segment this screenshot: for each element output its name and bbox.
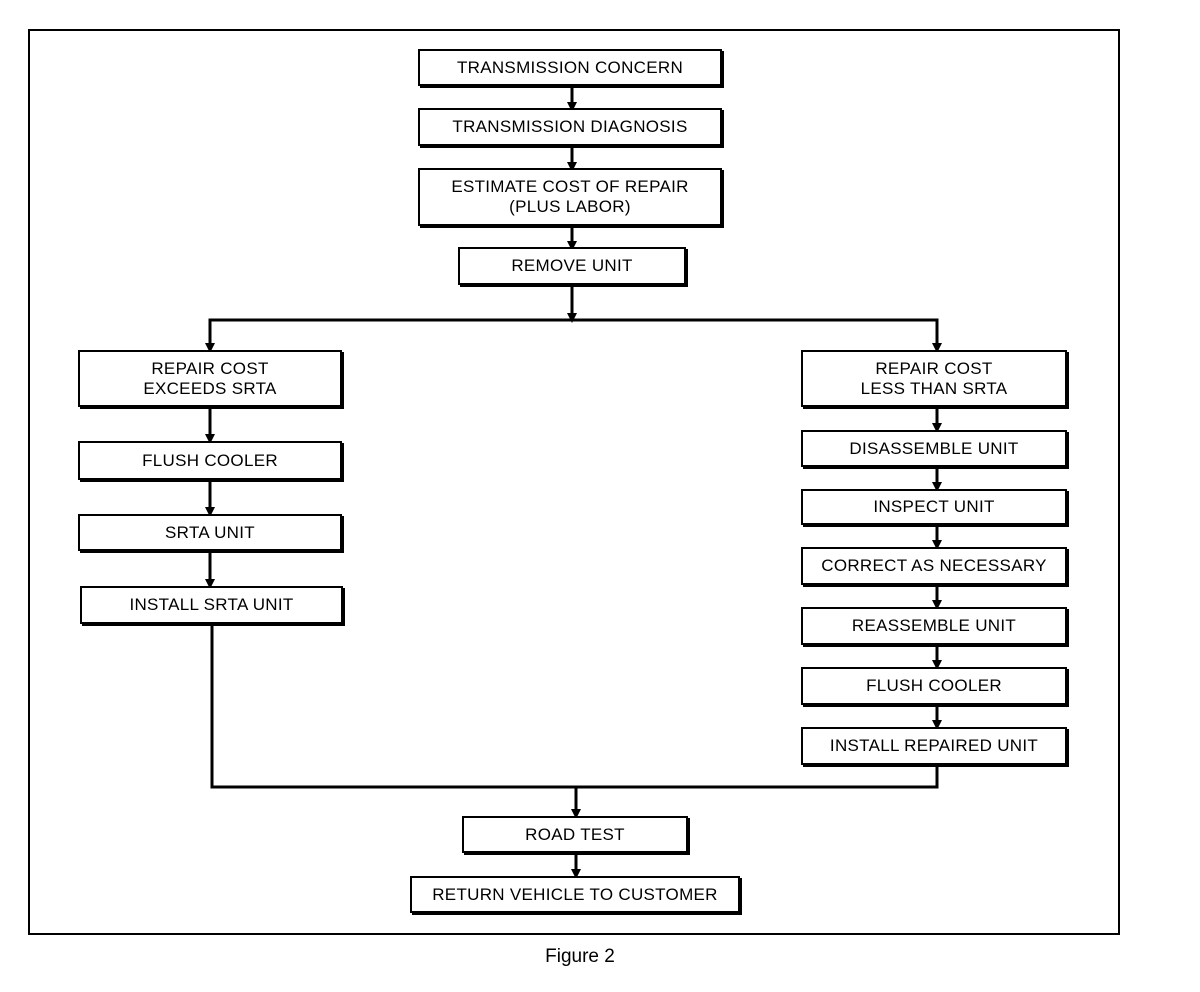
step-label: ROAD TEST: [525, 824, 625, 844]
step-remove-unit: REMOVE UNIT: [458, 247, 686, 285]
step-install-repaired-unit: INSTALL REPAIRED UNIT: [801, 727, 1067, 765]
step-left-flush-cooler: FLUSH COOLER: [78, 441, 342, 480]
step-label: DISASSEMBLE UNIT: [849, 438, 1019, 458]
step-label: REPAIR COST LESS THAN SRTA: [860, 358, 1008, 398]
split-bar: [208, 318, 939, 342]
step-label: INSPECT UNIT: [873, 497, 995, 516]
step-label: INSTALL SRTA UNIT: [129, 595, 294, 614]
diagram-frame: [28, 29, 1120, 935]
step-road-test: ROAD TEST: [462, 816, 688, 853]
step-label: TRANSMISSION DIAGNOSIS: [452, 117, 688, 136]
step-repair-cost-less-than-srta: REPAIR COST LESS THAN SRTA: [801, 350, 1067, 407]
step-transmission-diagnosis: TRANSMISSION DIAGNOSIS: [418, 108, 722, 146]
step-repair-cost-exceeds-srta: REPAIR COST EXCEEDS SRTA: [78, 350, 342, 407]
step-disassemble-unit: DISASSEMBLE UNIT: [801, 430, 1067, 467]
step-right-flush-cooler: FLUSH COOLER: [801, 667, 1067, 705]
step-label: REMOVE UNIT: [511, 256, 633, 275]
step-return-vehicle: RETURN VEHICLE TO CUSTOMER: [410, 876, 740, 913]
figure-caption: Figure 2: [545, 946, 615, 967]
step-label: RETURN VEHICLE TO CUSTOMER: [432, 884, 718, 904]
step-estimate-cost: ESTIMATE COST OF REPAIR (PLUS LABOR): [418, 168, 722, 226]
step-label: REASSEMBLE UNIT: [851, 616, 1017, 635]
step-label: FLUSH COOLER: [866, 676, 1002, 695]
step-transmission-concern: TRANSMISSION CONCERN: [418, 49, 722, 86]
step-correct-as-necessary: CORRECT AS NECESSARY: [801, 547, 1067, 585]
step-label: SRTA UNIT: [165, 522, 255, 542]
step-label: INSTALL REPAIRED UNIT: [829, 736, 1039, 755]
step-label: FLUSH COOLER: [142, 450, 278, 470]
step-srta-unit: SRTA UNIT: [78, 514, 342, 551]
step-inspect-unit: INSPECT UNIT: [801, 489, 1067, 525]
step-install-srta-unit: INSTALL SRTA UNIT: [80, 586, 343, 624]
step-label: TRANSMISSION CONCERN: [456, 57, 684, 77]
step-reassemble-unit: REASSEMBLE UNIT: [801, 607, 1067, 645]
step-label: ESTIMATE COST OF REPAIR (PLUS LABOR): [451, 177, 689, 216]
step-label: REPAIR COST EXCEEDS SRTA: [143, 358, 277, 398]
step-label: CORRECT AS NECESSARY: [821, 556, 1047, 575]
